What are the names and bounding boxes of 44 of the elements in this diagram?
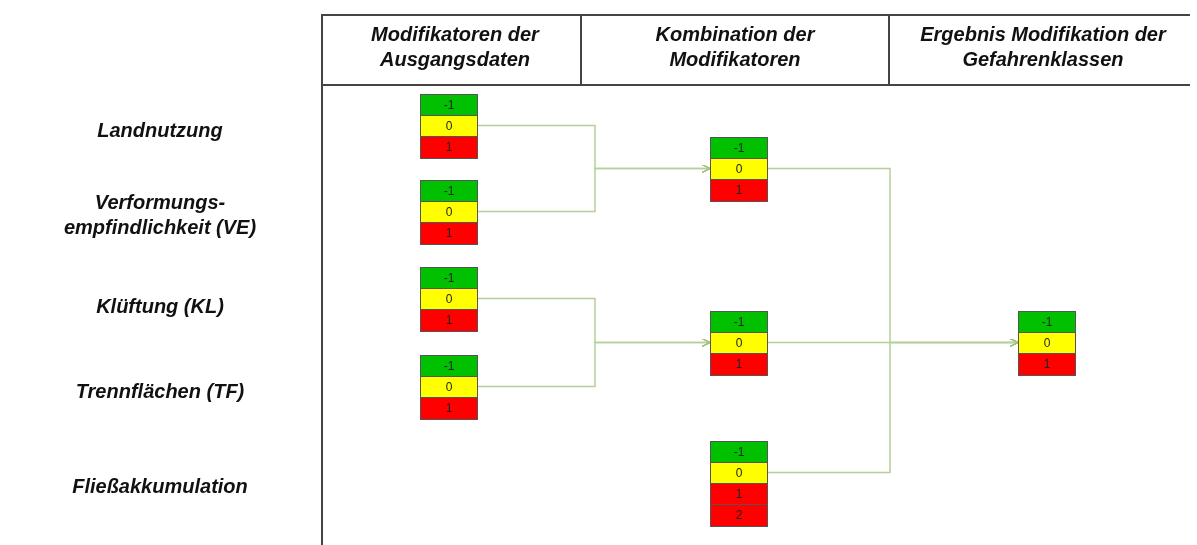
value-cell: 0 (421, 377, 477, 398)
value-stack (420, 267, 478, 332)
connector-arrow (477, 163, 711, 213)
value-cell: -1 (421, 181, 477, 202)
value-cell: -1 (711, 138, 767, 159)
value-cell: 0 (711, 333, 767, 354)
value-stack (710, 441, 768, 527)
value-stack (420, 355, 478, 420)
row-label: Klüftung (KL) (95, 294, 225, 319)
value-cell: -1 (421, 95, 477, 116)
value-stack (710, 311, 768, 376)
value-cell: 0 (421, 116, 477, 137)
column-header: Ergebnis Modifikation der Gefahrenklassen (919, 22, 1168, 72)
row-label: Trennflächen (TF) (74, 379, 246, 404)
value-cell: 0 (421, 202, 477, 223)
row-label: Verformungs-empfindlichkeit (VE) (62, 190, 258, 240)
column-header: Modifikatoren der Ausgangsdaten (370, 22, 541, 72)
value-cell: 0 (1019, 333, 1075, 354)
connector-arrow (767, 337, 1019, 474)
value-cell: -1 (421, 268, 477, 289)
value-cell: 1 (421, 310, 477, 331)
value-cell: 1 (421, 223, 477, 244)
value-stack (420, 180, 478, 245)
value-cell: -1 (711, 312, 767, 333)
value-cell: 1 (711, 180, 767, 201)
value-stack (710, 137, 768, 202)
value-stack (420, 94, 478, 159)
row-label: Fließakkumulation (71, 474, 249, 499)
connector-arrow (477, 337, 711, 388)
value-cell: 0 (711, 159, 767, 180)
column-header: Kombination der Modifikatoren (654, 22, 817, 72)
value-cell: -1 (711, 442, 767, 463)
value-cell: -1 (421, 356, 477, 377)
value-cell: -1 (1019, 312, 1075, 333)
value-cell: 1 (421, 137, 477, 158)
value-cell: 1 (1019, 354, 1075, 375)
value-cell: 0 (421, 289, 477, 310)
value-cell: 1 (711, 354, 767, 375)
value-cell: 1 (421, 398, 477, 419)
value-cell: 0 (711, 463, 767, 484)
value-stack (1018, 311, 1076, 376)
value-cell: 1 (711, 484, 767, 505)
row-label: Landnutzung (96, 118, 224, 143)
value-cell: 2 (711, 505, 767, 526)
